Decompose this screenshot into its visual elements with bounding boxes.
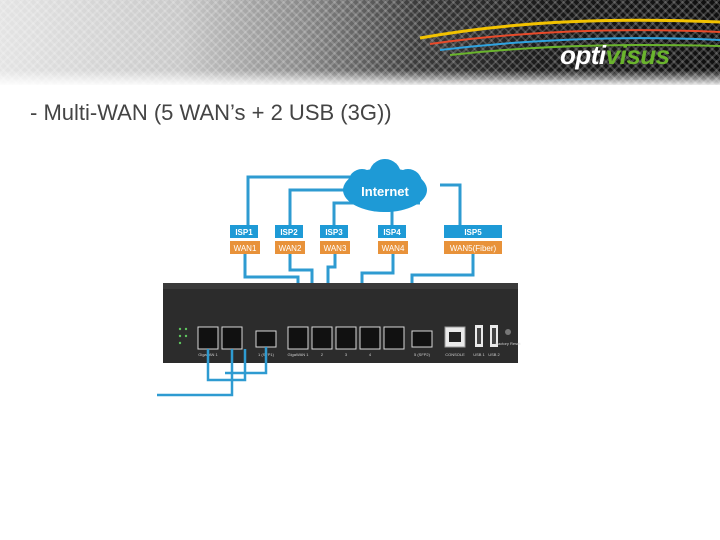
wan-label-group: WAN1 WAN2 WAN3 WAN4 WAN5(Fiber) — [230, 241, 502, 254]
isp-label-group: ISP1 ISP2 ISP3 ISP4 ISP5 — [230, 225, 502, 238]
isp2-label: ISP2 — [280, 228, 298, 237]
port-label-wan2: 2 — [321, 352, 324, 357]
wan5-label: WAN5(Fiber) — [450, 244, 497, 253]
port-label-usb2: USB 2 — [488, 352, 500, 357]
optivisus-logo: optivisus — [560, 40, 670, 71]
port-label-wan3: 3 — [345, 352, 348, 357]
status-leds — [178, 327, 188, 345]
wan4-label: WAN4 — [382, 244, 405, 253]
lan-ports — [197, 326, 277, 350]
port-label-usb1: USB 1 — [473, 352, 485, 357]
wan-ports — [287, 326, 433, 350]
port-label-wan4: 4 — [369, 352, 372, 357]
wan3-label: WAN3 — [324, 244, 347, 253]
wan2-label: WAN2 — [279, 244, 302, 253]
internet-cloud: Internet — [343, 159, 427, 212]
cloud-label: Internet — [361, 184, 409, 199]
header-fade — [0, 70, 720, 85]
multi-wan-diagram: Internet ISP1 ISP2 ISP3 ISP4 ISP5 WAN1 W… — [157, 159, 522, 397]
isp1-label: ISP1 — [235, 228, 253, 237]
port-label-sfp2: 5 (SFP2) — [414, 352, 431, 357]
logo-suffix: visus — [605, 40, 671, 70]
port-label-gigawan1: GigaWAN 1 — [288, 352, 310, 357]
wan1-label: WAN1 — [234, 244, 257, 253]
port-label-console: CONSOLE — [445, 352, 465, 357]
aux-ports — [444, 325, 511, 348]
port-label-reset: Factory Reset — [496, 341, 522, 346]
router-top-edge — [163, 283, 518, 289]
slide-bullet: - Multi-WAN (5 WAN’s + 2 USB (3G)) — [30, 100, 392, 125]
isp4-label: ISP4 — [383, 228, 401, 237]
logo-prefix: opti — [560, 40, 606, 70]
isp5-label: ISP5 — [464, 228, 482, 237]
header-swoosh — [419, 18, 720, 56]
router-device — [163, 283, 518, 363]
isp3-label: ISP3 — [325, 228, 343, 237]
lan-cables — [157, 347, 268, 397]
